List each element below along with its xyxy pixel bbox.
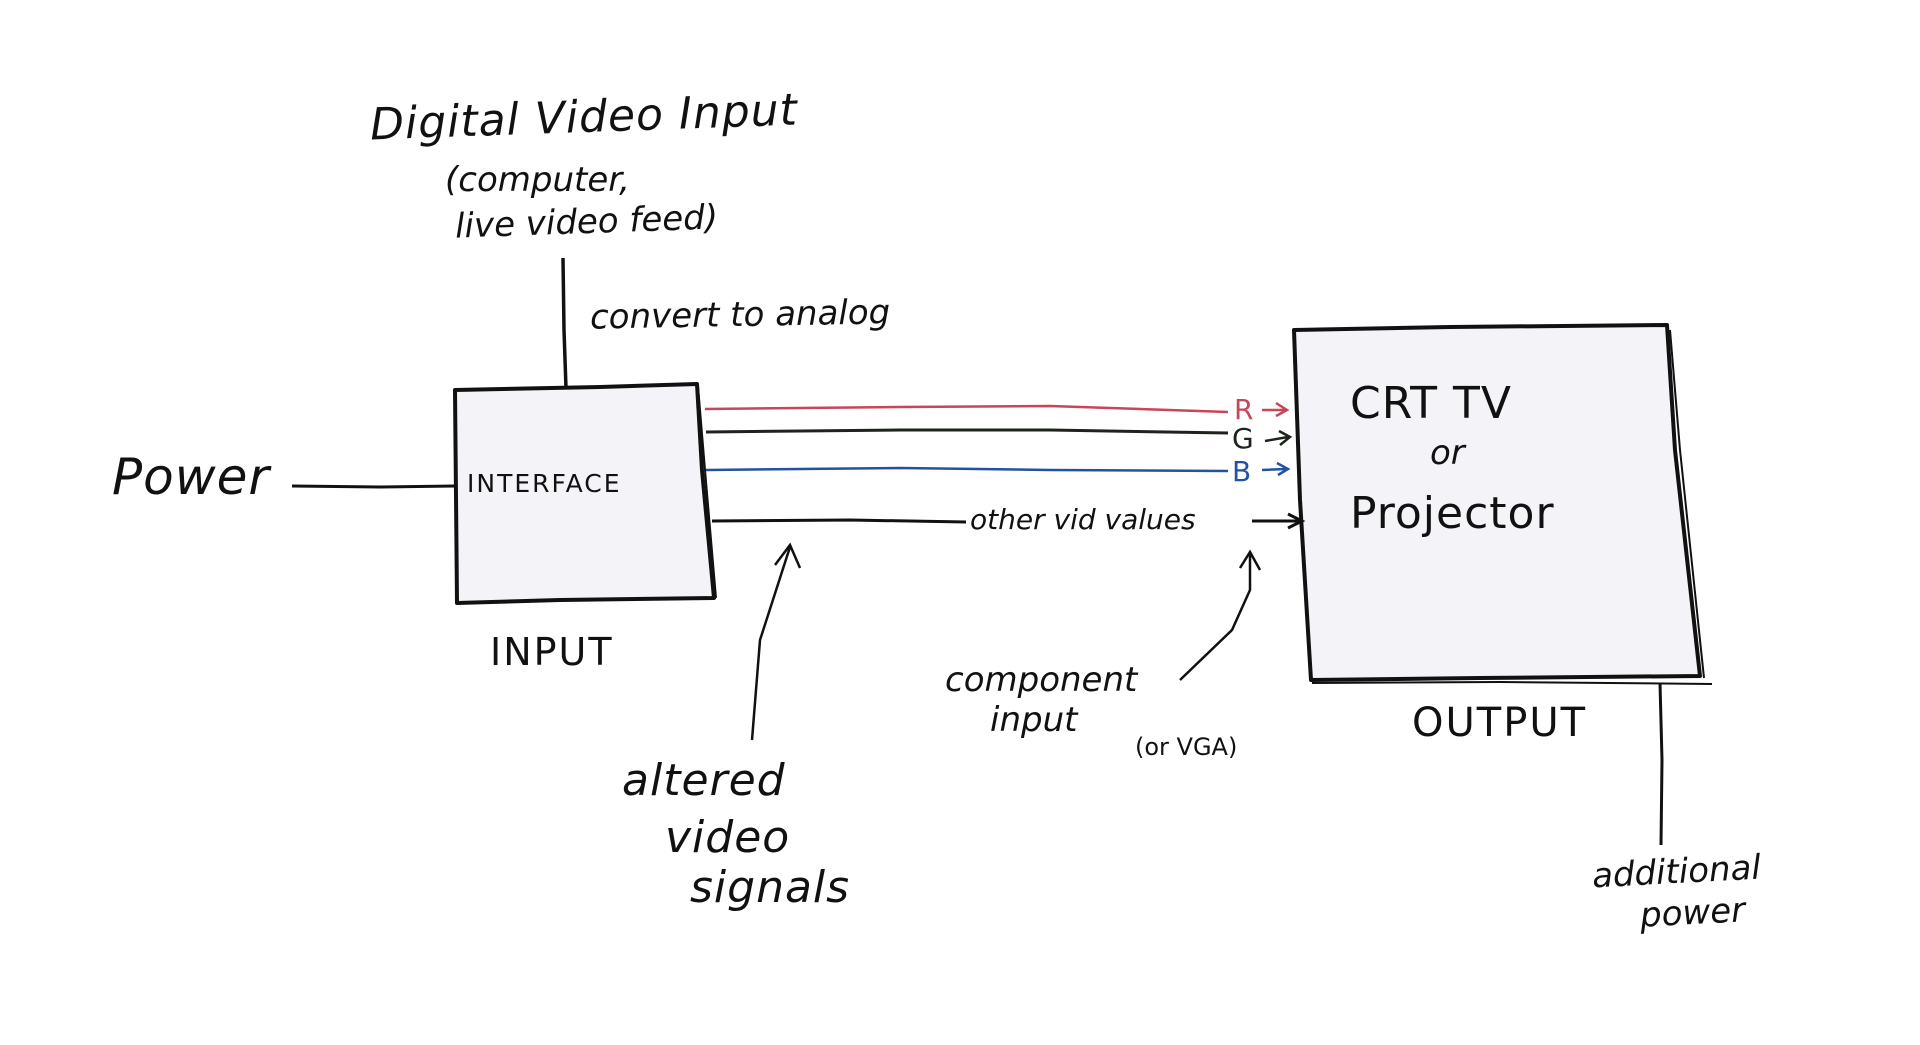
convert-to-analog-label: convert to analog	[589, 292, 891, 338]
arrow-r-icon	[1262, 401, 1290, 418]
altered-signals-pointer	[750, 546, 792, 741]
power-line	[291, 484, 456, 489]
component-input-arrowhead-icon	[1238, 549, 1262, 571]
signal-line-other	[711, 518, 967, 524]
arrow-g-icon	[1264, 429, 1293, 446]
input-caption: INPUT	[490, 630, 614, 674]
interface-label: INTERFACE	[467, 469, 622, 498]
power-label: Power	[112, 448, 270, 506]
signal-line-b	[705, 466, 1229, 473]
output-caption: OUTPUT	[1412, 700, 1588, 746]
digital-input-connector	[561, 257, 568, 389]
output-box-edge-double	[1669, 329, 1705, 679]
component-note: (or VGA)	[1135, 733, 1238, 761]
signal-label-other: other vid values	[970, 503, 1196, 536]
altered-label-line2: video	[665, 812, 791, 863]
signal-line-g	[705, 428, 1229, 435]
signal-label-b: B	[1232, 455, 1252, 488]
component-label-line2: input	[990, 700, 1078, 740]
output-box-bottom-double	[1311, 680, 1713, 685]
altered-label-line1: altered	[622, 755, 786, 806]
signal-label-r: R	[1234, 393, 1254, 426]
signal-label-g: G	[1232, 422, 1254, 455]
altered-label-line3: signals	[690, 862, 851, 913]
output-box	[1292, 323, 1702, 682]
arrow-other-icon	[1252, 512, 1306, 530]
interface-box	[453, 382, 716, 605]
arrow-b-icon	[1261, 461, 1291, 477]
additional-power-line	[1658, 682, 1664, 846]
component-label-line1: component	[945, 660, 1138, 700]
component-input-pointer	[1179, 554, 1252, 681]
signal-line-r	[704, 404, 1229, 414]
altered-signals-arrowhead-icon	[774, 542, 802, 569]
output-label-line2: or	[1430, 433, 1465, 473]
digital-video-input-subtitle-1: (computer,	[445, 160, 630, 200]
additional-power-line2: power	[1639, 890, 1747, 936]
output-label-line1: CRT TV	[1350, 378, 1512, 429]
interface-box-edge-double	[697, 385, 717, 599]
output-label-line3: Projector	[1350, 488, 1555, 539]
